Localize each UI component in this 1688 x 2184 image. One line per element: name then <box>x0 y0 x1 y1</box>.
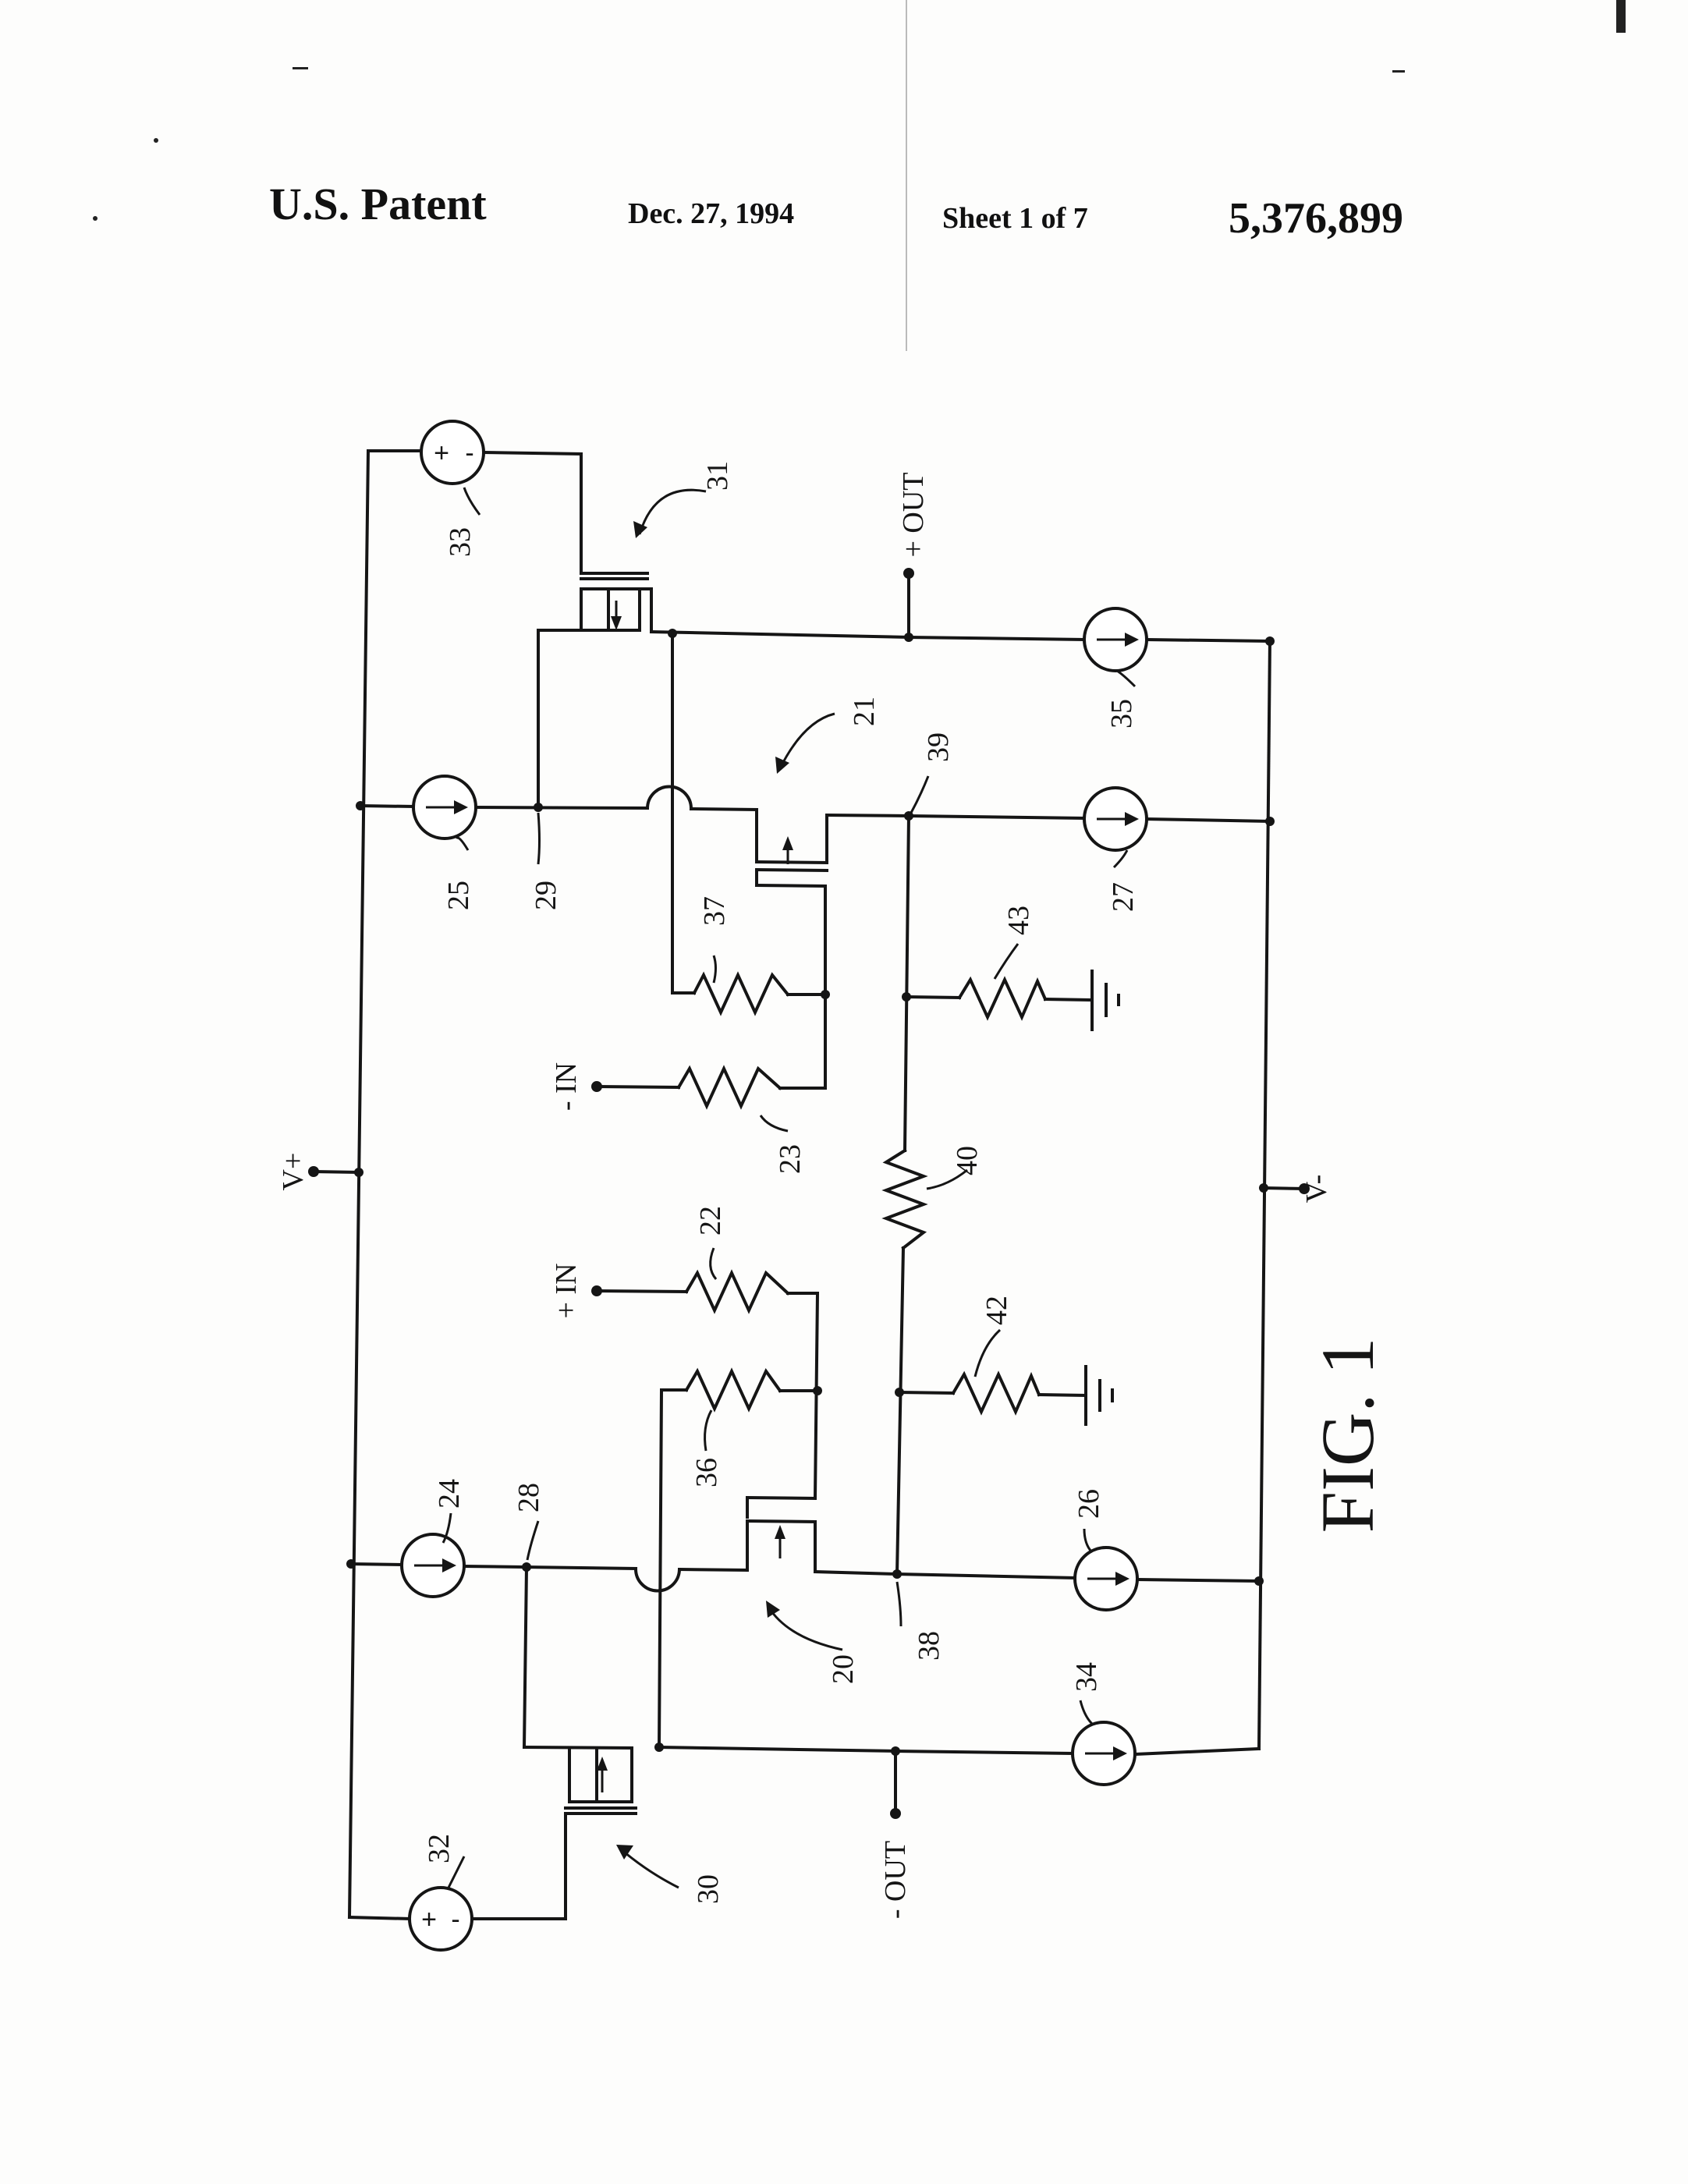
leader-lines <box>442 487 1137 1889</box>
figure-caption: FIG. 1 <box>1306 1338 1389 1533</box>
ref-29: 29 <box>530 881 562 910</box>
ref-21: 21 <box>848 697 881 726</box>
current-source-27 <box>1083 786 1148 852</box>
current-source-26 <box>1073 1546 1139 1611</box>
v-plus-label: V+ <box>277 1153 310 1191</box>
current-sources <box>400 607 1148 1786</box>
ref-43: 43 <box>1002 906 1035 935</box>
ref-36: 36 <box>690 1458 723 1487</box>
resistor-22 <box>684 1269 790 1314</box>
voltage-source-33: + - <box>420 420 485 485</box>
voltage-source-32: + - <box>408 1886 473 1952</box>
wires <box>311 448 1307 1921</box>
ref-30: 30 <box>692 1874 725 1904</box>
scan-specks <box>93 0 1626 221</box>
current-source-25 <box>412 775 477 840</box>
ref-34: 34 <box>1070 1662 1103 1692</box>
minus-in-label: - IN <box>550 1062 583 1111</box>
ref-26: 26 <box>1073 1489 1105 1519</box>
ref-22: 22 <box>694 1206 727 1236</box>
resistor-43 <box>957 976 1048 1021</box>
terminal-labels: + OUT V+ V- - IN + IN - OUT <box>277 472 1333 1919</box>
ground-symbols <box>1084 970 1120 1426</box>
svg-text:+: + <box>434 438 449 468</box>
junction-dots <box>308 568 1310 1819</box>
resistor-23 <box>676 1065 782 1110</box>
svg-text:+: + <box>421 1905 437 1934</box>
ref-27: 27 <box>1107 882 1140 912</box>
current-source-35 <box>1083 607 1148 672</box>
svg-text:-: - <box>451 1905 459 1934</box>
svg-text:-: - <box>465 438 473 468</box>
ref-33: 33 <box>444 527 477 557</box>
ref-38: 38 <box>913 1631 945 1661</box>
current-source-34 <box>1071 1721 1137 1786</box>
resistor-40 <box>881 1148 928 1250</box>
transistor-arrows <box>597 601 793 1792</box>
resistor-36 <box>684 1367 782 1413</box>
v-minus-label: V- <box>1300 1175 1333 1204</box>
ref-28: 28 <box>512 1483 545 1512</box>
header-date: Dec. 27, 1994 <box>628 197 795 230</box>
ref-37: 37 <box>698 896 731 926</box>
ref-42: 42 <box>981 1296 1013 1325</box>
plus-in-label: + IN <box>550 1263 583 1318</box>
resistor-37 <box>692 971 790 1016</box>
header-sheet: Sheet 1 of 7 <box>942 202 1088 235</box>
ref-40: 40 <box>951 1146 984 1175</box>
ref-35: 35 <box>1105 699 1138 729</box>
ref-25: 25 <box>442 881 475 910</box>
current-source-24 <box>400 1533 466 1598</box>
ref-32: 32 <box>423 1834 456 1863</box>
header-title: U.S. Patent <box>269 179 487 229</box>
reference-numerals: 33 31 21 39 35 25 29 37 27 43 23 40 22 4… <box>423 461 1140 1904</box>
ref-24: 24 <box>433 1479 466 1509</box>
ref-23: 23 <box>774 1144 807 1174</box>
resistors <box>676 971 1048 1416</box>
resistor-42 <box>951 1370 1041 1416</box>
header-patent-number: 5,376,899 <box>1229 194 1403 243</box>
minus-out-label: - OUT <box>879 1841 912 1919</box>
ref-20: 20 <box>827 1654 860 1684</box>
ref-39: 39 <box>922 732 955 762</box>
plus-out-label: + OUT <box>897 472 930 557</box>
ref-31: 31 <box>701 461 734 491</box>
